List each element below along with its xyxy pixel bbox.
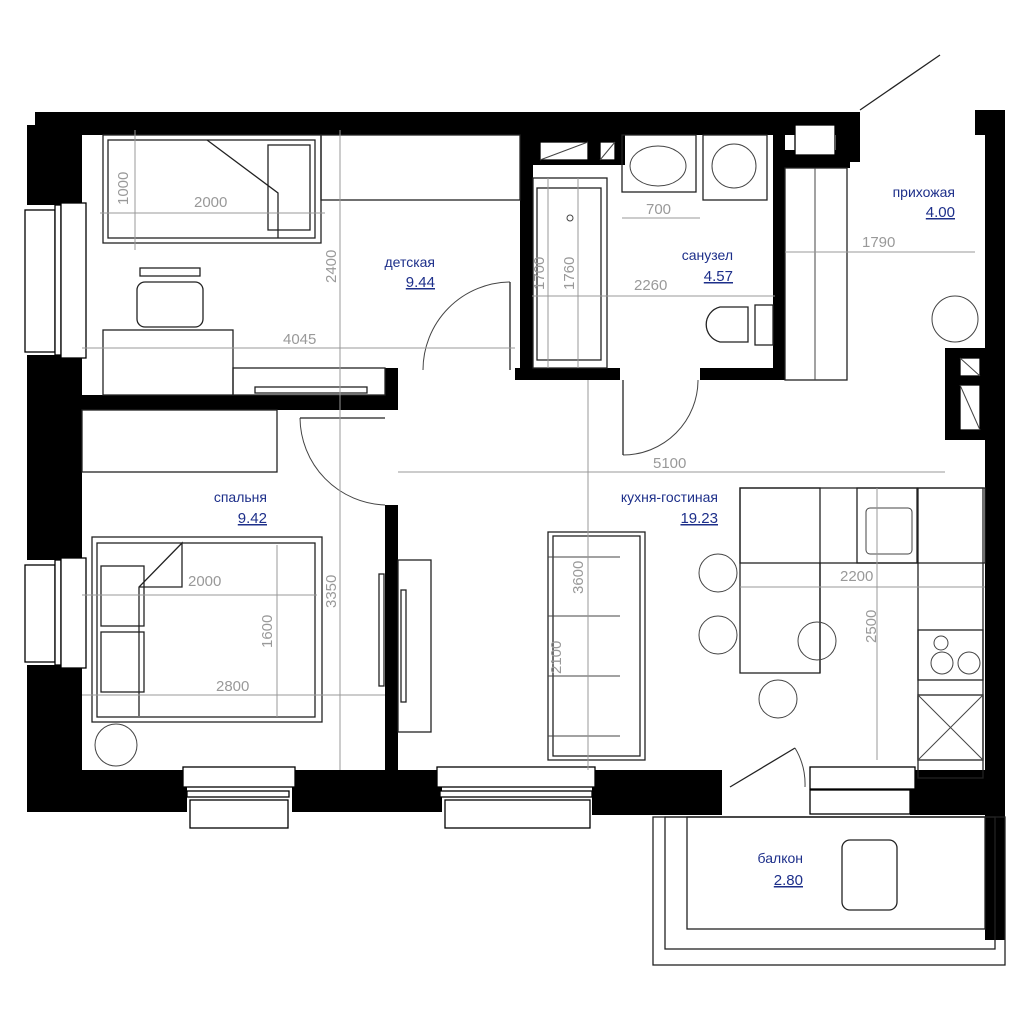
double-bed bbox=[91, 536, 323, 723]
dimension-lines bbox=[82, 130, 985, 770]
room-name-living: кухня-гостиная bbox=[621, 489, 718, 505]
dim-3600: 3600 bbox=[570, 561, 587, 594]
dim-living-width: 5100 bbox=[653, 455, 686, 472]
room-name-bath: санузел bbox=[682, 247, 733, 263]
room-name-bedroom: спальня bbox=[214, 489, 267, 505]
tv-stand bbox=[378, 559, 432, 733]
washing-machine bbox=[702, 134, 768, 201]
room-area-hall: 4.00 bbox=[926, 204, 955, 221]
entry-door[interactable] bbox=[859, 54, 941, 111]
room-area-kids: 9.44 bbox=[406, 274, 435, 291]
dim-sofa-2100: 2100 bbox=[548, 641, 565, 674]
room-area-bath: 4.57 bbox=[704, 268, 733, 285]
bedroom-pouf bbox=[94, 723, 138, 767]
toilet bbox=[705, 304, 774, 346]
bathtub bbox=[532, 177, 608, 369]
bath-sink bbox=[621, 134, 697, 193]
dim-kids-bed-width: 1000 bbox=[115, 172, 132, 205]
balcony-door[interactable] bbox=[729, 747, 796, 788]
room-name-hall: прихожая bbox=[893, 184, 955, 200]
exterior-walls bbox=[27, 110, 1005, 940]
kids-chair bbox=[136, 267, 204, 328]
dim-bathtub-1760: 1760 bbox=[561, 257, 578, 290]
hall-wardrobe bbox=[784, 167, 848, 381]
dim-bath-width: 2260 bbox=[634, 277, 667, 294]
room-area-balcony: 2.80 bbox=[774, 872, 803, 889]
sofa bbox=[547, 531, 646, 761]
floor-drain bbox=[931, 295, 979, 343]
room-area-living: 19.23 bbox=[680, 510, 718, 527]
dim-bedroom-width: 2800 bbox=[216, 678, 249, 695]
dim-kids-depth: 2400 bbox=[323, 250, 340, 283]
kids-bed bbox=[102, 134, 322, 244]
kids-desk bbox=[102, 329, 386, 396]
bath-door[interactable] bbox=[622, 379, 699, 456]
dim-kids-bed-length: 2000 bbox=[194, 194, 227, 211]
dim-bathtub-1700: 1700 bbox=[531, 257, 548, 290]
balcony bbox=[652, 816, 1006, 966]
room-area-bedroom: 9.42 bbox=[238, 510, 267, 527]
interior-walls bbox=[82, 124, 985, 770]
furniture bbox=[81, 134, 1006, 966]
dim-sink: 700 bbox=[646, 201, 671, 218]
dim-bed-width: 1600 bbox=[259, 615, 276, 648]
doors bbox=[299, 281, 806, 788]
room-name-balcony: балкон bbox=[758, 850, 803, 866]
kids-wardrobe bbox=[320, 134, 521, 201]
kids-door[interactable] bbox=[422, 281, 511, 371]
dim-kitchen-2200: 2200 bbox=[840, 568, 873, 585]
dimension-labels: 1000 2000 2400 4045 700 1700 1760 2260 1… bbox=[115, 172, 895, 695]
dim-bed-length: 2000 bbox=[188, 573, 221, 590]
dining-chairs bbox=[698, 553, 837, 719]
windows bbox=[24, 54, 941, 829]
dim-bedroom-depth: 3350 bbox=[323, 575, 340, 608]
dim-kids-width: 4045 bbox=[283, 331, 316, 348]
dim-hall-width: 1790 bbox=[862, 234, 895, 251]
bedroom-wardrobe bbox=[81, 409, 278, 473]
dim-kitchen-2500: 2500 bbox=[863, 610, 880, 643]
room-name-kids: детская bbox=[384, 254, 435, 270]
bedroom-door[interactable] bbox=[299, 417, 386, 506]
kitchen-counter bbox=[739, 487, 986, 779]
room-labels: детская 9.44 санузел 4.57 прихожая 4.00 … bbox=[214, 184, 955, 889]
